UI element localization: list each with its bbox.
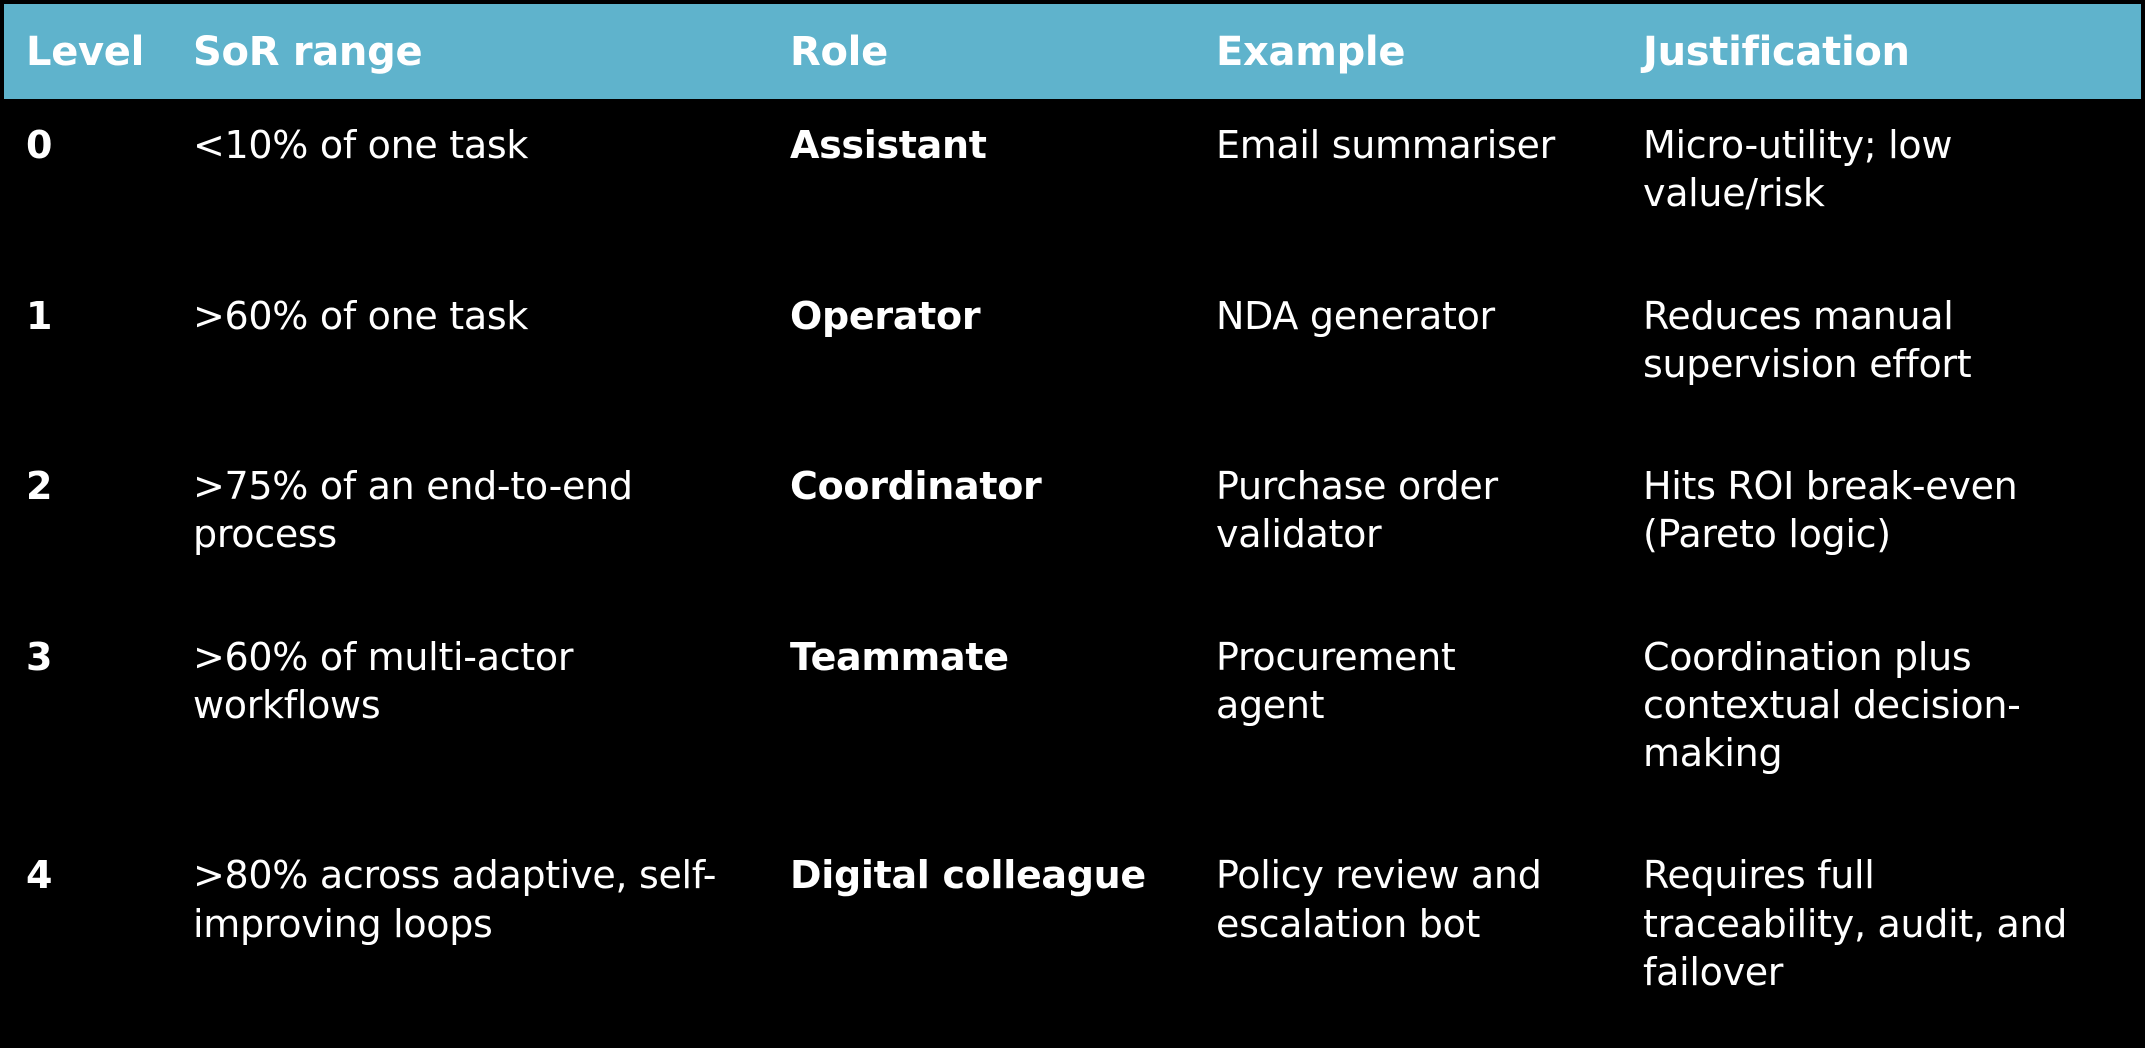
cell-level: 2: [26, 464, 53, 508]
cell-sor-range: >75% of an end-to-end process: [193, 464, 633, 557]
column-header-sor-range: SoR range: [171, 4, 768, 99]
column-header-example: Example: [1194, 4, 1621, 99]
cell-example: Policy review and escalation bot: [1216, 853, 1542, 946]
cell-justification: Micro-utility; low value/risk: [1643, 123, 1953, 216]
cell-role: Coordinator: [790, 464, 1042, 508]
cell-level: 4: [26, 853, 53, 898]
column-header-level: Level: [4, 4, 171, 99]
cell-role: Teammate: [790, 634, 1009, 679]
cell-sor-range: >80% across adaptive, self- improving lo…: [193, 853, 717, 946]
cell-justification: Requires full traceability, audit, and f…: [1643, 853, 2068, 994]
sor-levels-table: Level SoR range Role Example Justificati…: [4, 4, 2141, 1048]
cell-example: Purchase order validator: [1216, 464, 1498, 557]
cell-example: Procurement agent: [1216, 634, 1456, 727]
table-row: 0 <10% of one task Assistant Email summaris…: [4, 99, 2141, 270]
cell-justification: Hits ROI break-even (Pareto logic): [1643, 464, 2018, 557]
cell-example: Email summariser: [1216, 123, 1555, 167]
table-row: 3 >60% of multi-actor workflows Teammate Pr…: [4, 611, 2141, 830]
table-body: 0 <10% of one task Assistant Email summaris…: [4, 99, 2141, 1048]
table-row: 1 >60% of one task Operator NDA generator Re…: [4, 270, 2141, 441]
table-row: 2 >75% of an end-to-end process Coordinato…: [4, 440, 2141, 611]
cell-sor-range: <10% of one task: [193, 123, 529, 167]
cell-sor-range: >60% of multi-actor workflows: [193, 634, 574, 727]
cell-justification: Reduces manual supervision effort: [1643, 293, 1972, 386]
cell-role: Operator: [790, 293, 981, 338]
column-header-role: Role: [768, 4, 1194, 99]
column-header-justification: Justification: [1621, 4, 2141, 99]
header-row: Level SoR range Role Example Justificati…: [4, 4, 2141, 99]
table-row: 4 >80% across adaptive, self- improving l…: [4, 829, 2141, 1048]
cell-role: Assistant: [790, 123, 987, 167]
cell-level: 0: [26, 123, 53, 167]
cell-justification: Coordination plus contextual decision- m…: [1643, 634, 2021, 776]
cell-level: 3: [26, 634, 53, 679]
cell-level: 1: [26, 293, 53, 338]
cell-sor-range: >60% of one task: [193, 293, 529, 338]
cell-example: NDA generator: [1216, 293, 1495, 338]
cell-role: Digital colleague: [790, 853, 1146, 898]
